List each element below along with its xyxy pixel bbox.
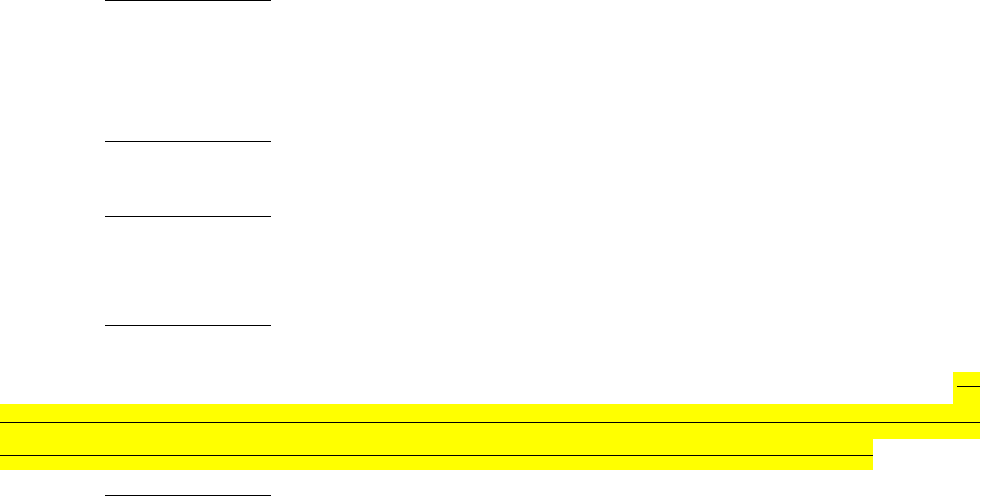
blank-line-1: [105, 0, 271, 1]
blank-line-2: [105, 141, 271, 142]
highlight-band-bottom: [0, 438, 873, 470]
highlight-rule-top: [0, 422, 980, 423]
blank-line-5: [105, 495, 271, 496]
highlight-corner-rule: [957, 386, 980, 387]
highlight-rule-bottom: [0, 455, 873, 456]
blank-line-3: [105, 216, 271, 217]
highlight-band-top: [0, 404, 980, 439]
blank-line-4: [105, 325, 271, 326]
highlight-corner: [953, 372, 980, 405]
